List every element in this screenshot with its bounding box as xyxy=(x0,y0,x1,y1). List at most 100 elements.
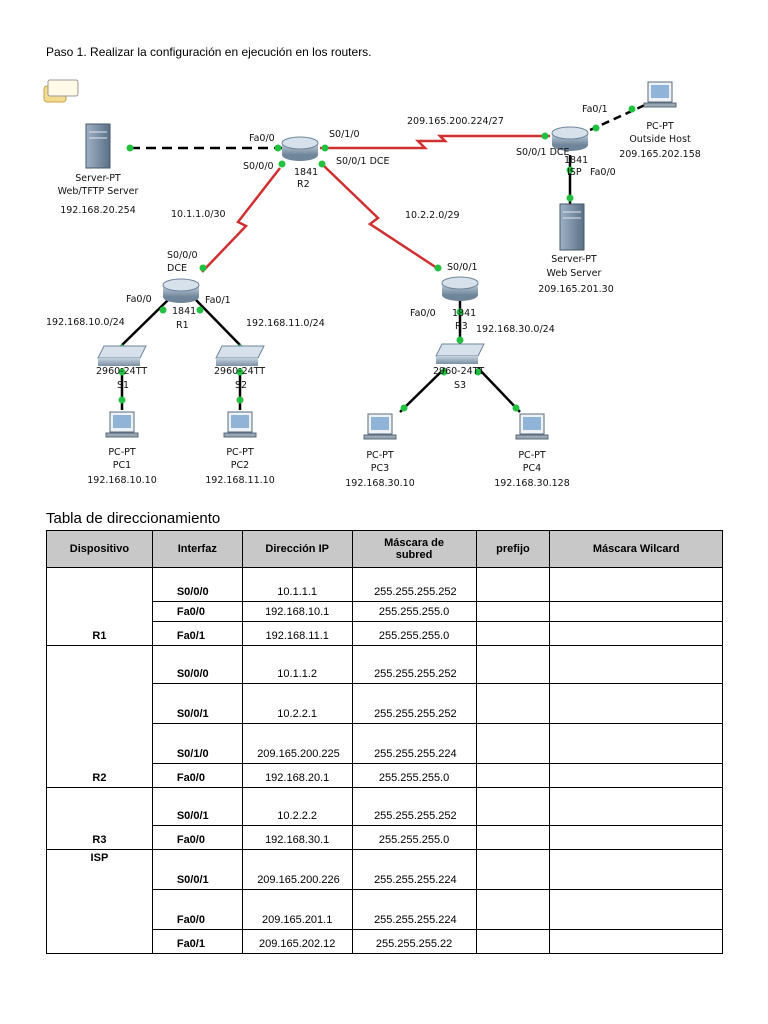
router-icon xyxy=(551,126,589,151)
pc-type-label: PC-PT xyxy=(226,447,254,458)
pc-ip-label: 192.168.10.10 xyxy=(87,475,157,486)
table-row: Fa0/0 192.168.20.1 255.255.255.0 xyxy=(47,763,723,788)
mask-cell: 255.255.255.224 xyxy=(351,723,477,764)
interface-cell: S0/0/0 xyxy=(151,567,243,602)
switch-name-label: S2 xyxy=(235,380,247,391)
column-header: Interfaz xyxy=(151,530,243,568)
table-row: Fa0/0 192.168.10.1 255.255.255.0 xyxy=(47,601,723,622)
ip-cell: 192.168.10.1 xyxy=(241,601,353,622)
mask-cell: 255.255.255.252 xyxy=(351,567,477,602)
prefix-cell xyxy=(475,621,551,646)
port-label: Fa0/1 xyxy=(582,104,608,115)
pc-ip-label: 209.165.202.158 xyxy=(619,149,701,160)
prefix-cell xyxy=(475,929,551,954)
interface-cell: Fa0/0 xyxy=(151,825,243,850)
interface-cell: Fa0/0 xyxy=(151,601,243,622)
wildcard-cell xyxy=(549,601,723,622)
ip-cell: 192.168.30.1 xyxy=(241,825,353,850)
router-name-label: R1 xyxy=(176,320,189,331)
addressing-table: Dispositivo Interfaz Dirección IP Máscar… xyxy=(46,530,723,954)
device-cell: R2 xyxy=(46,645,153,788)
ip-cell: 209.165.200.226 xyxy=(241,849,353,890)
column-header: Máscara Wilcard xyxy=(549,530,723,568)
server-icon xyxy=(85,123,111,169)
wildcard-cell xyxy=(549,787,723,826)
port-label: DCE xyxy=(167,263,187,274)
switch-icon xyxy=(97,345,147,366)
switch-name-label: S3 xyxy=(454,380,466,391)
network-label: 192.168.30.0/24 xyxy=(476,324,555,335)
pc-ip-label: 192.168.11.10 xyxy=(205,475,275,486)
router-model-label: 1841 xyxy=(172,306,196,317)
note-icon xyxy=(43,79,79,103)
mask-cell: 255.255.255.0 xyxy=(351,601,477,622)
pc-icon xyxy=(643,81,677,108)
column-header: Máscara de subred xyxy=(351,530,477,568)
mask-cell: 255.255.255.224 xyxy=(351,849,477,890)
port-label: Fa0/0 xyxy=(249,133,275,144)
network-label: 10.2.2.0/29 xyxy=(405,210,460,221)
mask-cell: 255.255.255.22 xyxy=(351,929,477,954)
server-type-label: Server-PT xyxy=(75,173,121,184)
interface-cell: S0/1/0 xyxy=(151,723,243,764)
prefix-cell xyxy=(475,787,551,826)
pc-name-label: Outside Host xyxy=(629,134,691,145)
ip-cell: 192.168.11.1 xyxy=(241,621,353,646)
link-r2-r1 xyxy=(201,167,281,273)
router-name-label: ISP xyxy=(567,167,582,178)
column-header: Dispositivo xyxy=(46,530,153,568)
server-ip-label: 192.168.20.254 xyxy=(60,205,136,216)
network-label: 209.165.200.224/27 xyxy=(407,116,504,127)
prefix-cell xyxy=(475,567,551,602)
port-label: Fa0/0 xyxy=(410,308,436,319)
switch-icon xyxy=(435,343,485,364)
prefix-cell xyxy=(475,889,551,930)
ip-cell: 209.165.201.1 xyxy=(241,889,353,930)
pc-name-label: PC4 xyxy=(523,463,541,474)
router-icon xyxy=(441,276,479,301)
pc-type-label: PC-PT xyxy=(108,447,136,458)
device-cell: R3 xyxy=(46,787,153,850)
prefix-cell xyxy=(475,825,551,850)
interface-cell: Fa0/1 xyxy=(151,929,243,954)
network-label: 192.168.11.0/24 xyxy=(246,318,325,329)
mask-cell: 255.255.255.0 xyxy=(351,763,477,788)
ip-cell: 10.1.1.2 xyxy=(241,645,353,684)
router-icon xyxy=(281,136,319,161)
interface-cell: S0/0/1 xyxy=(151,787,243,826)
router-name-label: R3 xyxy=(455,321,468,332)
switch-model-label: 2960-24TT xyxy=(433,366,484,377)
link-r2-isp xyxy=(320,134,550,150)
prefix-cell xyxy=(475,763,551,788)
pc-icon xyxy=(223,411,257,438)
ip-cell: 192.168.20.1 xyxy=(241,763,353,788)
router-name-label: R2 xyxy=(297,179,310,190)
wildcard-cell xyxy=(549,683,723,724)
port-label: S0/0/1 DCE xyxy=(336,156,390,167)
ip-cell: 10.2.2.1 xyxy=(241,683,353,724)
port-label: Fa0/0 xyxy=(126,294,152,305)
interface-cell: Fa0/1 xyxy=(151,621,243,646)
link-isp-outsidehost xyxy=(589,103,646,132)
port-label: S0/0/1 DCE xyxy=(516,147,570,158)
network-label: 192.168.10.0/24 xyxy=(46,317,125,328)
switch-model-label: 2960-24TT xyxy=(96,366,147,377)
interface-cell: S0/0/0 xyxy=(151,645,243,684)
wildcard-cell xyxy=(549,567,723,602)
interface-cell: S0/0/1 xyxy=(151,849,243,890)
ip-cell: 209.165.200.225 xyxy=(241,723,353,764)
ip-cell: 10.2.2.2 xyxy=(241,787,353,826)
column-header: prefijo xyxy=(475,530,551,568)
table-row: ISP S0/0/1 209.165.200.226 255.255.255.2… xyxy=(46,849,723,954)
pc-name-label: PC3 xyxy=(371,463,389,474)
port-label: S0/0/0 xyxy=(243,161,274,172)
table-row: Fa0/1 209.165.202.12 255.255.255.22 xyxy=(47,929,723,954)
interface-cell: S0/0/1 xyxy=(151,683,243,724)
prefix-cell xyxy=(475,601,551,622)
wildcard-cell xyxy=(549,763,723,788)
pc-ip-label: 192.168.30.128 xyxy=(494,478,570,489)
wildcard-cell xyxy=(549,645,723,684)
column-header: Dirección IP xyxy=(241,530,353,568)
pc-icon xyxy=(363,413,397,440)
prefix-cell xyxy=(475,723,551,764)
